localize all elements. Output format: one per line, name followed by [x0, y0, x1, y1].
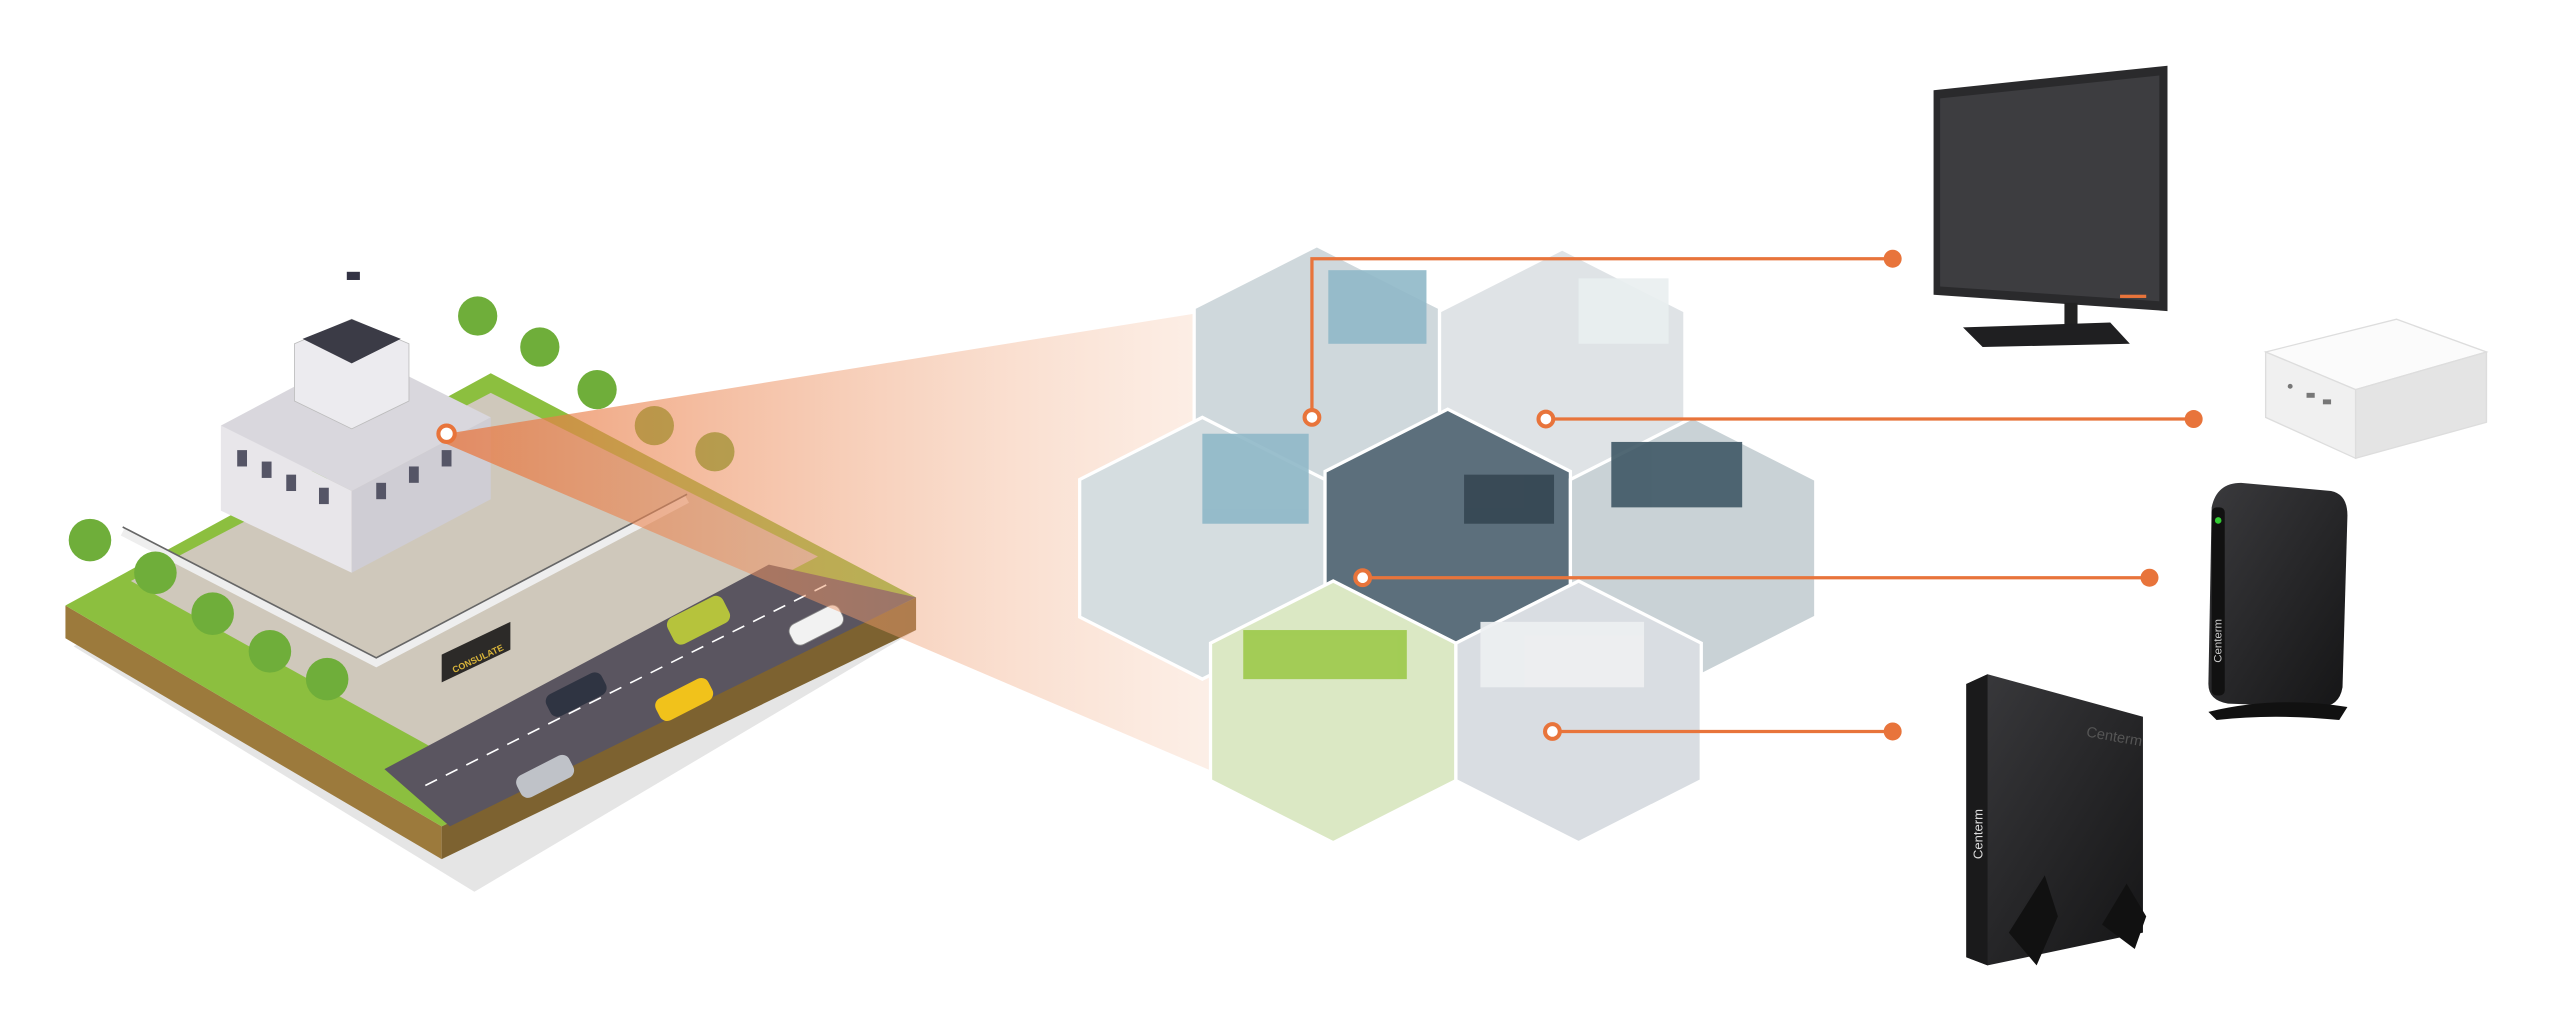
thin-client-icon: Centerm [2208, 482, 2348, 721]
road [384, 564, 917, 827]
connector-monitor [1310, 257, 1893, 418]
marker-icon [1543, 722, 1562, 741]
room-markers [1302, 407, 1562, 741]
tower-pc-icon: Centerm Centerm [1966, 674, 2147, 966]
ground-side [65, 605, 442, 860]
endpoint-dots [1883, 249, 2203, 741]
monitor-icon [1933, 65, 2168, 348]
ground-side-right [441, 597, 917, 860]
room-details [1202, 270, 1743, 688]
fence-rail [122, 493, 688, 659]
brand-label: Centerm [2212, 619, 2224, 663]
tower-roof [302, 319, 401, 364]
connectors [1310, 257, 2194, 734]
cars [516, 595, 844, 798]
fence [120, 495, 689, 668]
brand-label-side: Centerm [1971, 809, 1986, 859]
marker-icon [1302, 407, 1322, 427]
zoom-cone [441, 311, 1342, 827]
flag-icon [346, 271, 360, 280]
mini-pc-icon [2263, 318, 2489, 460]
road-marking [424, 580, 835, 787]
building-side [351, 417, 491, 573]
location-pin-icon [436, 423, 457, 444]
building-front [220, 425, 352, 573]
marker-icon [1536, 409, 1556, 429]
windows [237, 450, 452, 505]
marker-icon [1353, 568, 1373, 588]
